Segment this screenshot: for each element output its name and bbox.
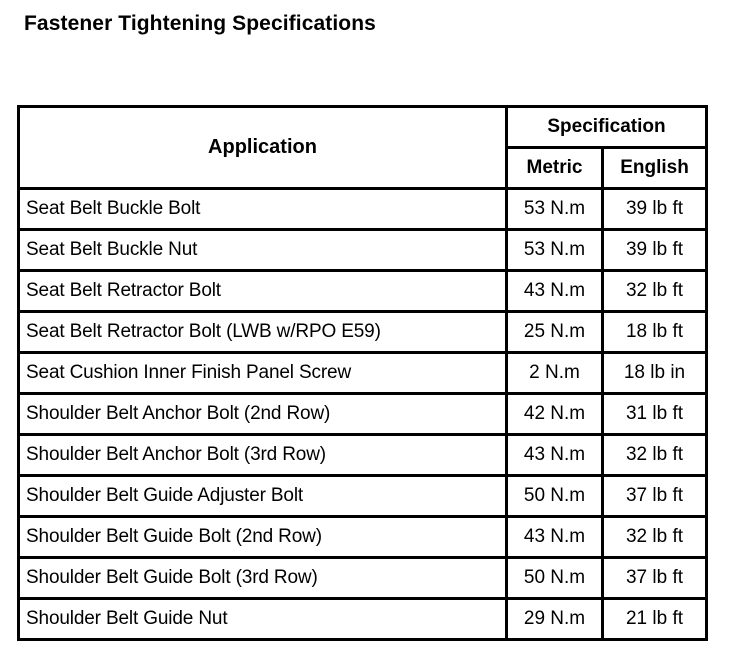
cell-metric: 42 N.m bbox=[505, 392, 604, 436]
cell-application: Shoulder Belt Guide Adjuster Bolt bbox=[17, 474, 508, 518]
page-title: Fastener Tightening Specifications bbox=[24, 12, 376, 35]
cell-english: 39 lb ft bbox=[601, 228, 708, 272]
table-header: Application Specification Metric English bbox=[17, 105, 708, 190]
cell-application: Seat Belt Retractor Bolt (LWB w/RPO E59) bbox=[17, 310, 508, 354]
cell-metric: 29 N.m bbox=[505, 597, 604, 641]
column-header-specification: Specification bbox=[505, 105, 708, 149]
column-header-application: Application bbox=[17, 105, 508, 190]
header-row-bottom: Metric English bbox=[19, 146, 708, 190]
cell-english: 18 lb in bbox=[601, 351, 708, 395]
fastener-tightening-specifications-table: Application Specification Metric English… bbox=[17, 105, 708, 641]
column-header-metric: Metric bbox=[505, 146, 604, 190]
cell-english: 37 lb ft bbox=[601, 556, 708, 600]
cell-application: Seat Cushion Inner Finish Panel Screw bbox=[17, 351, 508, 395]
cell-application: Shoulder Belt Guide Bolt (2nd Row) bbox=[17, 515, 508, 559]
cell-english: 21 lb ft bbox=[601, 597, 708, 641]
cell-metric: 50 N.m bbox=[505, 556, 604, 600]
cell-metric: 43 N.m bbox=[505, 433, 604, 477]
table-row: Shoulder Belt Anchor Bolt (3rd Row)43 N.… bbox=[17, 433, 708, 477]
cell-application: Seat Belt Buckle Bolt bbox=[17, 187, 508, 231]
cell-metric: 25 N.m bbox=[505, 310, 604, 354]
cell-english: 37 lb ft bbox=[601, 474, 708, 518]
table-row: Shoulder Belt Anchor Bolt (2nd Row)42 N.… bbox=[17, 392, 708, 436]
cell-application: Shoulder Belt Guide Bolt (3rd Row) bbox=[17, 556, 508, 600]
column-header-english: English bbox=[601, 146, 708, 190]
cell-english: 32 lb ft bbox=[601, 433, 708, 477]
cell-english: 32 lb ft bbox=[601, 269, 708, 313]
table-row: Shoulder Belt Guide Bolt (3rd Row)50 N.m… bbox=[17, 556, 708, 600]
header-row-top: Application Specification bbox=[17, 105, 708, 190]
cell-metric: 2 N.m bbox=[505, 351, 604, 395]
cell-application: Shoulder Belt Guide Nut bbox=[17, 597, 508, 641]
cell-application: Seat Belt Buckle Nut bbox=[17, 228, 508, 272]
cell-english: 18 lb ft bbox=[601, 310, 708, 354]
cell-application: Seat Belt Retractor Bolt bbox=[17, 269, 508, 313]
table-row: Shoulder Belt Guide Bolt (2nd Row)43 N.m… bbox=[17, 515, 708, 559]
cell-application: Shoulder Belt Anchor Bolt (3rd Row) bbox=[17, 433, 508, 477]
cell-metric: 43 N.m bbox=[505, 515, 604, 559]
cell-english: 32 lb ft bbox=[601, 515, 708, 559]
cell-application: Shoulder Belt Anchor Bolt (2nd Row) bbox=[17, 392, 508, 436]
cell-english: 39 lb ft bbox=[601, 187, 708, 231]
cell-english: 31 lb ft bbox=[601, 392, 708, 436]
cell-metric: 53 N.m bbox=[505, 228, 604, 272]
cell-metric: 53 N.m bbox=[505, 187, 604, 231]
cell-metric: 50 N.m bbox=[505, 474, 604, 518]
cell-metric: 43 N.m bbox=[505, 269, 604, 313]
table-row: Seat Belt Retractor Bolt (LWB w/RPO E59)… bbox=[17, 310, 708, 354]
